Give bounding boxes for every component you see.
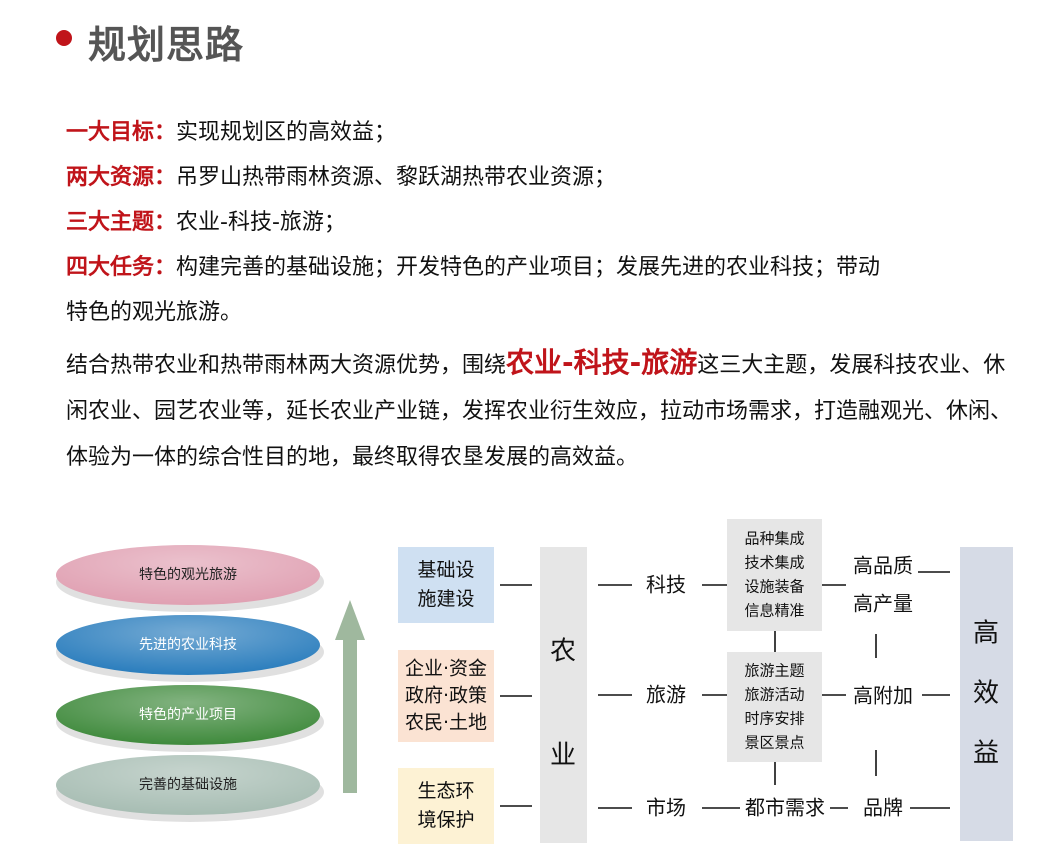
summary-tasks-cont: 特色的观光旅游。 bbox=[66, 290, 1016, 335]
description-paragraph: 结合热带农业和热带雨林两大资源优势，围绕农业-科技-旅游这三大主题，发展科技农业… bbox=[66, 340, 1026, 481]
summary-resources: 两大资源：吊罗山热带雨林资源、黎跃湖热带农业资源； bbox=[66, 155, 1016, 200]
input-label: 政府·政策 bbox=[405, 685, 487, 707]
outcome-top-label: 高产量 bbox=[853, 592, 913, 616]
input-label: 企业·资金 bbox=[405, 658, 487, 680]
result-label: 高 bbox=[973, 619, 999, 649]
arrow-head bbox=[335, 600, 365, 640]
layer-label: 完善的基础设施 bbox=[139, 776, 237, 793]
para-before: 结合热带农业和热带雨林两大资源优势，围绕 bbox=[66, 353, 507, 378]
summary-tasks: 四大任务：构建完善的基础设施；开发特色的产业项目；发展先进的农业科技；带动 bbox=[66, 245, 1016, 290]
para-after: 这三大主题，发展科技农业、休闲农业、园艺农业等，延长农业产业链，发挥农业衍生效应… bbox=[66, 353, 1013, 470]
tasks-text-1: 构建完善的基础设施；开发特色的产业项目；发展先进的农业科技；带动 bbox=[176, 255, 881, 280]
input-label: 境保护 bbox=[417, 809, 474, 831]
arrow-shaft bbox=[343, 635, 357, 793]
detail-label: 技术集成 bbox=[744, 554, 804, 572]
goal-label: 一大目标： bbox=[66, 120, 177, 145]
layer-highlight bbox=[56, 545, 320, 605]
resources-label: 两大资源： bbox=[66, 165, 177, 190]
detail-box bbox=[727, 519, 822, 631]
result-box bbox=[960, 547, 1013, 841]
input-label: 基础设 bbox=[417, 559, 474, 581]
input-box bbox=[398, 547, 494, 623]
market-link-label: 都市需求 bbox=[745, 796, 825, 820]
detail-label: 旅游活动 bbox=[744, 686, 804, 704]
themes-text: 农业-科技-旅游； bbox=[176, 210, 346, 235]
layer-label: 特色的产业项目 bbox=[139, 706, 237, 723]
input-box bbox=[398, 650, 494, 742]
detail-label: 品种集成 bbox=[744, 530, 804, 548]
page-title: 规划思路 bbox=[88, 23, 245, 67]
layer-label: 先进的农业科技 bbox=[139, 637, 237, 653]
input-label: 农民·土地 bbox=[405, 712, 487, 734]
result-label: 效 bbox=[973, 679, 999, 709]
resources-text: 吊罗山热带雨林资源、黎跃湖热带农业资源； bbox=[176, 165, 617, 190]
center-label: 业 bbox=[550, 741, 576, 771]
branch-label: 市场 bbox=[646, 796, 686, 820]
detail-label: 设施装备 bbox=[744, 578, 804, 596]
goal-text: 实现规划区的高效益； bbox=[176, 120, 397, 145]
up-arrow-icon bbox=[335, 600, 365, 793]
summary-list: 一大目标：实现规划区的高效益； 两大资源：吊罗山热带雨林资源、黎跃湖热带农业资源… bbox=[66, 110, 1016, 335]
layer-label: 特色的观光旅游 bbox=[139, 566, 237, 583]
input-box bbox=[398, 768, 494, 844]
detail-box bbox=[727, 652, 822, 762]
detail-label: 时序安排 bbox=[744, 710, 804, 728]
outcome-middle-label: 高附加 bbox=[853, 684, 913, 708]
tasks-text-2: 特色的观光旅游。 bbox=[66, 300, 243, 325]
summary-goal: 一大目标：实现规划区的高效益； bbox=[66, 110, 1016, 155]
tasks-label: 四大任务： bbox=[66, 255, 177, 280]
layer-highlight bbox=[56, 755, 320, 815]
summary-themes: 三大主题：农业-科技-旅游； bbox=[66, 200, 1016, 245]
outcome-top-label: 高品质 bbox=[853, 554, 913, 578]
detail-label: 景区景点 bbox=[744, 734, 804, 752]
center-label: 农 bbox=[550, 637, 576, 667]
title-bullet bbox=[56, 30, 72, 46]
themes-label: 三大主题： bbox=[66, 210, 177, 235]
detail-label: 旅游主题 bbox=[744, 662, 804, 680]
input-label: 生态环 bbox=[417, 780, 474, 802]
para-emphasis: 农业-科技-旅游 bbox=[506, 346, 698, 379]
center-box bbox=[540, 547, 587, 843]
detail-label: 信息精准 bbox=[744, 602, 804, 620]
layer-highlight bbox=[56, 685, 320, 745]
outcome-bottom-label: 品牌 bbox=[863, 796, 903, 820]
branch-label: 科技 bbox=[646, 573, 686, 597]
branch-label: 旅游 bbox=[646, 683, 686, 707]
input-label: 施建设 bbox=[417, 588, 474, 610]
result-label: 益 bbox=[973, 739, 999, 769]
layer-highlight bbox=[56, 615, 320, 675]
